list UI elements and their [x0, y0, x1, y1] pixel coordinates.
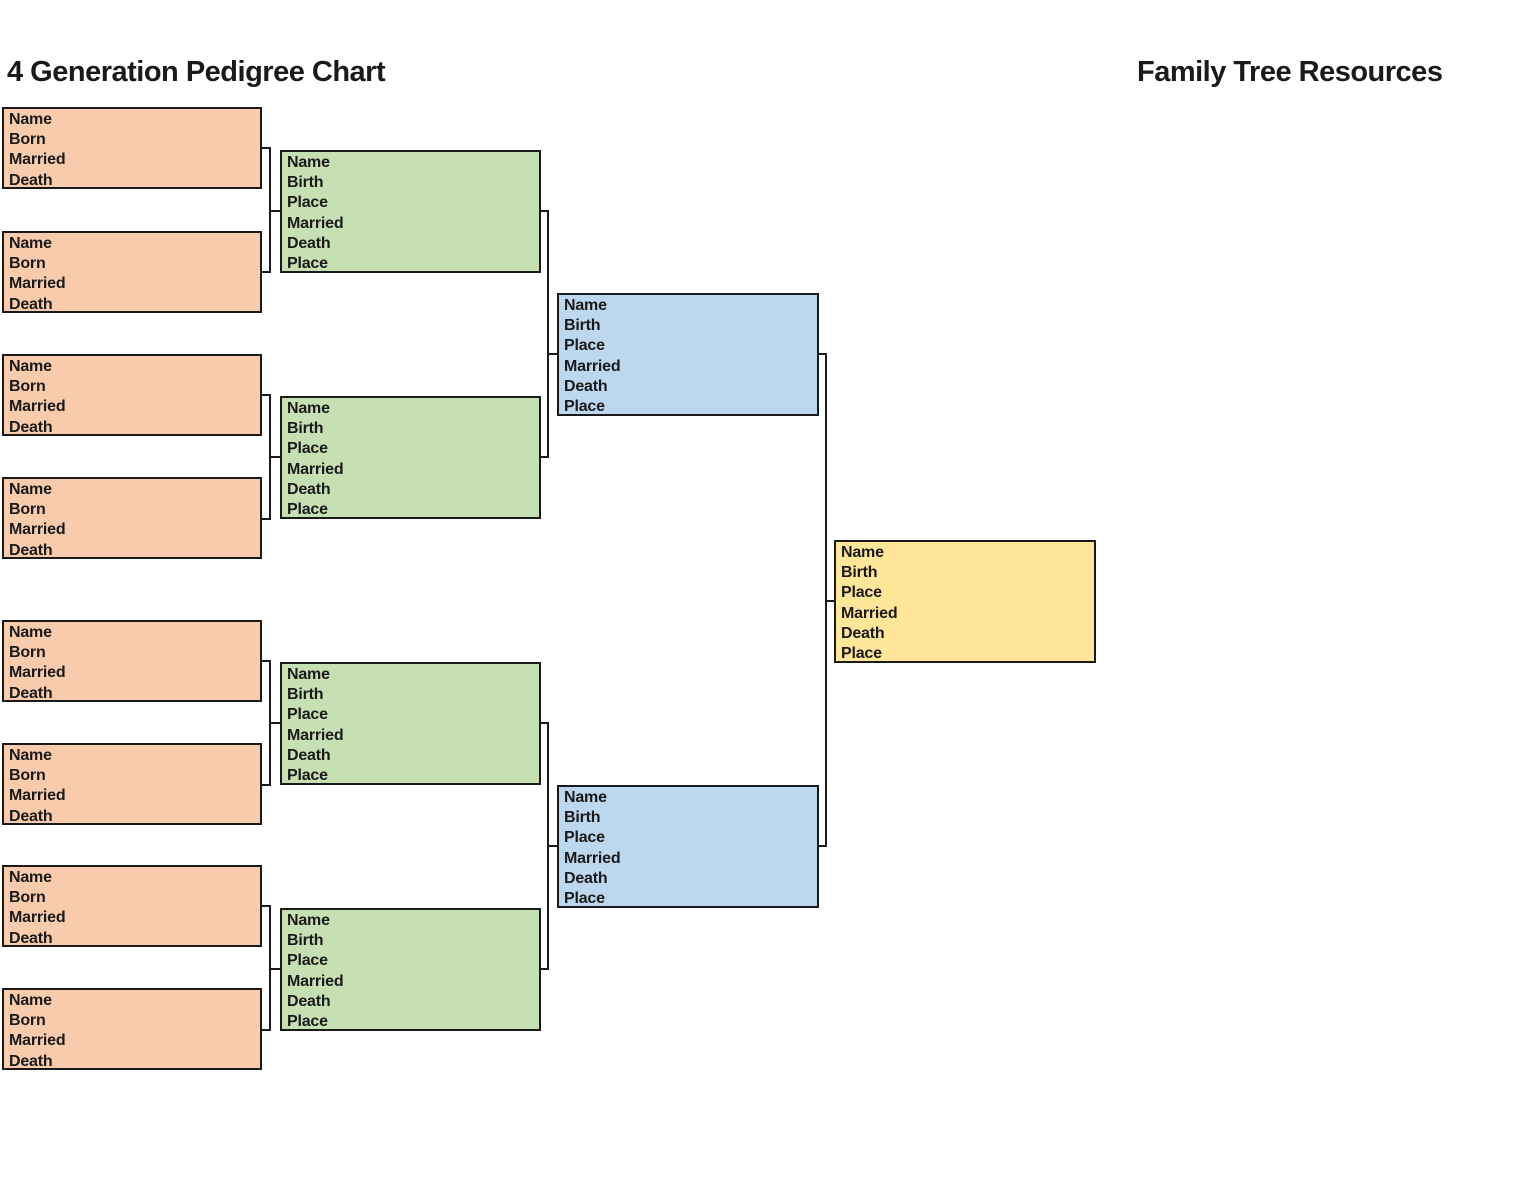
field-name: Name — [564, 789, 607, 806]
box-great-grandparent-6: Name Born Married Death — [2, 743, 262, 825]
field-death: Death — [564, 377, 608, 395]
field-married: Married — [9, 909, 66, 927]
field-death: Death — [287, 480, 331, 498]
box-parent-2: Name Birth Place Married Death Place — [557, 785, 819, 908]
field-birth-place: Place — [287, 706, 328, 724]
field-name: Name — [9, 235, 52, 252]
field-married: Married — [9, 275, 66, 293]
field-birth: Birth — [841, 564, 878, 582]
field-married: Married — [9, 151, 66, 169]
box-great-grandparent-1: Name Born Married Death — [2, 107, 262, 189]
box-grandparent-3: Name Birth Place Married Death Place — [280, 662, 541, 785]
field-name: Name — [564, 297, 607, 314]
box-parent-1: Name Birth Place Married Death Place — [557, 293, 819, 416]
box-great-grandparent-7: Name Born Married Death — [2, 865, 262, 947]
brand-title: Family Tree Resources — [1137, 56, 1443, 88]
field-name: Name — [9, 481, 52, 498]
connector-stub-4 — [269, 968, 280, 970]
field-married: Married — [9, 1032, 66, 1050]
field-born: Born — [9, 255, 46, 273]
box-great-grandparent-4: Name Born Married Death — [2, 477, 262, 559]
field-death: Death — [9, 1052, 53, 1070]
field-birth-place: Place — [287, 952, 328, 970]
connector-stub-1 — [269, 210, 280, 212]
field-married: Married — [287, 726, 344, 744]
field-birth-place: Place — [564, 829, 605, 847]
field-death: Death — [564, 869, 608, 887]
field-death-place: Place — [287, 255, 328, 273]
field-married: Married — [9, 664, 66, 682]
field-death-place: Place — [287, 1013, 328, 1031]
field-married: Married — [564, 357, 621, 375]
field-death-place: Place — [564, 398, 605, 416]
connector-bracket-5 — [540, 210, 549, 458]
field-name: Name — [287, 912, 330, 929]
field-married: Married — [564, 849, 621, 867]
box-grandparent-1: Name Birth Place Married Death Place — [280, 150, 541, 273]
field-birth: Birth — [564, 317, 601, 335]
field-born: Born — [9, 501, 46, 519]
field-born: Born — [9, 131, 46, 149]
field-born: Born — [9, 767, 46, 785]
field-birth: Birth — [287, 686, 324, 704]
field-death: Death — [287, 234, 331, 252]
box-grandparent-2: Name Birth Place Married Death Place — [280, 396, 541, 519]
field-born: Born — [9, 889, 46, 907]
field-death: Death — [9, 418, 53, 436]
connector-stub-6 — [547, 845, 557, 847]
field-death: Death — [9, 807, 53, 825]
field-married: Married — [287, 460, 344, 478]
field-name: Name — [9, 992, 52, 1009]
connector-stub-3 — [269, 722, 280, 724]
field-name: Name — [287, 666, 330, 683]
field-death-place: Place — [841, 645, 882, 663]
field-married: Married — [9, 398, 66, 416]
field-name: Name — [9, 869, 52, 886]
box-grandparent-4: Name Birth Place Married Death Place — [280, 908, 541, 1031]
field-name: Name — [287, 154, 330, 171]
connector-stub-2 — [269, 456, 280, 458]
field-married: Married — [287, 214, 344, 232]
box-great-grandparent-8: Name Born Married Death — [2, 988, 262, 1070]
field-death: Death — [9, 684, 53, 702]
field-death-place: Place — [287, 767, 328, 785]
field-death-place: Place — [287, 501, 328, 519]
field-death: Death — [841, 624, 885, 642]
field-name: Name — [9, 111, 52, 128]
field-death: Death — [9, 541, 53, 559]
field-name: Name — [9, 624, 52, 641]
box-subject-person: Name Birth Place Married Death Place — [834, 540, 1096, 663]
box-great-grandparent-5: Name Born Married Death — [2, 620, 262, 702]
field-death: Death — [9, 171, 53, 189]
field-birth: Birth — [564, 809, 601, 827]
field-birth: Birth — [287, 932, 324, 950]
field-death: Death — [287, 746, 331, 764]
field-born: Born — [9, 1012, 46, 1030]
connector-stub-7 — [825, 600, 834, 602]
field-name: Name — [841, 544, 884, 561]
box-great-grandparent-2: Name Born Married Death — [2, 231, 262, 313]
field-name: Name — [9, 358, 52, 375]
field-name: Name — [9, 747, 52, 764]
field-birth-place: Place — [287, 440, 328, 458]
page-title: 4 Generation Pedigree Chart — [7, 56, 386, 88]
field-name: Name — [287, 400, 330, 417]
field-birth-place: Place — [287, 194, 328, 212]
field-born: Born — [9, 378, 46, 396]
box-great-grandparent-3: Name Born Married Death — [2, 354, 262, 436]
field-married: Married — [841, 604, 898, 622]
field-born: Born — [9, 644, 46, 662]
field-death: Death — [9, 295, 53, 313]
field-death: Death — [287, 992, 331, 1010]
field-birth-place: Place — [564, 337, 605, 355]
field-death-place: Place — [564, 890, 605, 908]
connector-stub-5 — [547, 353, 557, 355]
field-married: Married — [9, 787, 66, 805]
field-birth: Birth — [287, 420, 324, 438]
field-birth-place: Place — [841, 584, 882, 602]
field-married: Married — [9, 521, 66, 539]
field-death: Death — [9, 929, 53, 947]
field-married: Married — [287, 972, 344, 990]
field-birth: Birth — [287, 174, 324, 192]
